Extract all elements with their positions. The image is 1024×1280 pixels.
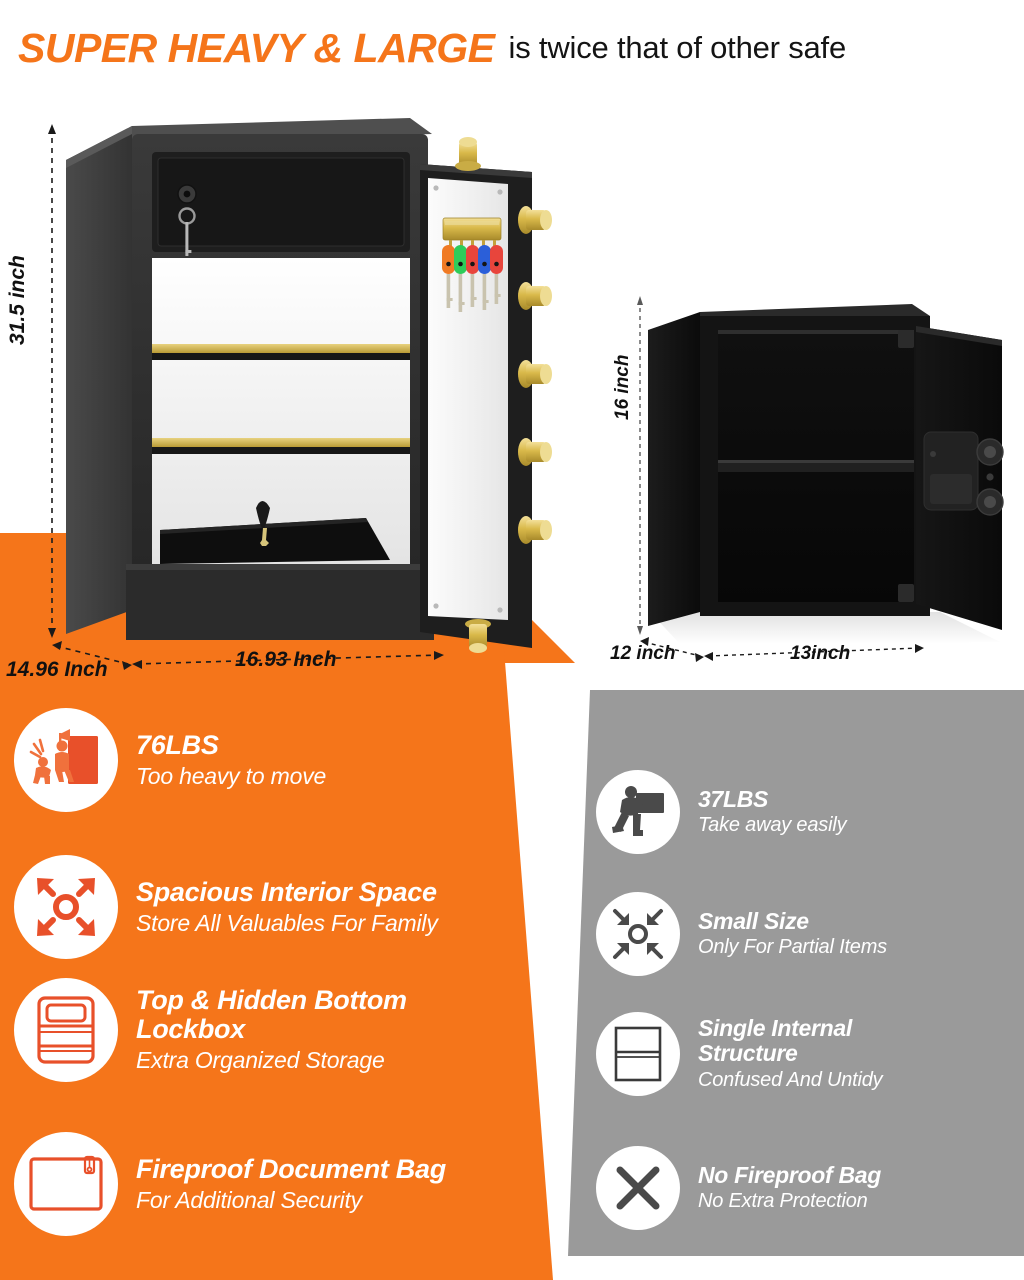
- dim-label-width-large: 16.93 Inch: [235, 648, 337, 671]
- door-bolt-top: [455, 137, 481, 171]
- feature-text: No Fireproof Bag No Extra Protection: [698, 1161, 882, 1214]
- feature-text: Single Internal Structure Confused And U…: [698, 1016, 913, 1092]
- feature-text: Spacious Interior Space Store All Valuab…: [136, 876, 438, 937]
- feature-small-size: Small Size Only For Partial Items: [596, 892, 887, 976]
- feature-subtitle: Extra Organized Storage: [136, 1047, 385, 1074]
- hidden-bottom-lockbox: [160, 501, 390, 564]
- feature-title: Top & Hidden Bottom Lockbox: [136, 985, 407, 1045]
- small-safe-door: [916, 326, 1004, 630]
- key-fob: [478, 245, 491, 310]
- keypad-led: [930, 451, 936, 457]
- feature-subtitle: Store All Valuables For Family: [136, 909, 438, 936]
- feature-title: Small Size: [698, 907, 809, 934]
- feature-no-fireproof-bag: No Fireproof Bag No Extra Protection: [596, 1146, 881, 1230]
- key-fob: [466, 245, 479, 307]
- large-safe-illustration: [60, 112, 600, 657]
- door-screw: [497, 189, 503, 195]
- feature-fireproof-bag: Fireproof Document Bag For Additional Se…: [14, 1132, 446, 1236]
- keys: [442, 245, 503, 312]
- key-fob: [442, 245, 455, 308]
- feature-text: 37LBS Take away easily: [698, 785, 847, 838]
- top-lockbox-compartment: [152, 152, 410, 256]
- door-knobs: [976, 438, 1004, 516]
- keypad-module: [923, 431, 979, 511]
- header-strong-text: SUPER HEAVY & LARGE: [18, 24, 495, 71]
- feature-spacious-interior: Spacious Interior Space Store All Valuab…: [14, 855, 438, 959]
- lockbox-compartments-icon: [14, 978, 118, 1082]
- feature-title: Spacious Interior Space: [136, 876, 437, 907]
- door-bolts: [455, 137, 552, 653]
- dim-label-depth-large: 14.96 Inch: [6, 658, 108, 681]
- door-screw: [497, 607, 503, 613]
- single-shelf-box-icon: [596, 1012, 680, 1096]
- cross-x-icon: [596, 1146, 680, 1230]
- door-bolt-bottom: [465, 619, 491, 653]
- feature-single-structure: Single Internal Structure Confused And U…: [596, 1012, 913, 1096]
- feature-text: 76LBS Too heavy to move: [136, 729, 327, 790]
- small-safe-shadow: [650, 612, 1000, 644]
- feature-76lbs: 76LBS Too heavy to move: [14, 708, 326, 812]
- door-screw: [433, 185, 439, 191]
- header-rest-text: is twice that of other safe: [508, 30, 847, 65]
- heavy-box-person-icon: [14, 708, 118, 812]
- safe-base: [126, 564, 434, 640]
- feature-37lbs: 37LBS Take away easily: [596, 770, 847, 854]
- feature-subtitle: Only For Partial Items: [698, 936, 887, 959]
- feature-title: Single Internal Structure: [698, 1015, 852, 1066]
- dim-label-height-small: 16 inch: [612, 354, 633, 420]
- feature-subtitle: Too heavy to move: [136, 762, 327, 789]
- feature-title: 37LBS: [698, 785, 769, 812]
- document-bag-icon: [14, 1132, 118, 1236]
- feature-lockbox: Top & Hidden Bottom Lockbox Extra Organi…: [14, 978, 496, 1082]
- carry-box-person-icon: [596, 770, 680, 854]
- small-safe-illustration: [640, 282, 1015, 657]
- safe-interior: [152, 258, 410, 564]
- safe-left-side: [66, 126, 132, 634]
- key-rack: [442, 217, 502, 247]
- hinge-bottom: [898, 584, 914, 602]
- page-header: SUPER HEAVY & LARGE is twice that of oth…: [0, 0, 1024, 96]
- door-lock-pin: [986, 473, 994, 481]
- feature-text: Top & Hidden Bottom Lockbox Extra Organi…: [136, 985, 496, 1074]
- shelf-rail-upper: [152, 344, 410, 353]
- hinge-top: [898, 330, 914, 348]
- expand-arrows-icon: [14, 855, 118, 959]
- dim-label-width-small: 13inch: [790, 643, 851, 664]
- feature-title: No Fireproof Bag: [698, 1161, 882, 1188]
- lockbox-handle: [256, 501, 270, 530]
- feature-text: Fireproof Document Bag For Additional Se…: [136, 1153, 446, 1214]
- feature-title: Fireproof Document Bag: [136, 1153, 446, 1184]
- feature-subtitle: For Additional Security: [136, 1186, 362, 1213]
- key-fob: [454, 245, 467, 312]
- dim-label-depth-small: 12 inch: [610, 643, 676, 664]
- keypad-display: [930, 474, 972, 504]
- contract-arrows-icon: [596, 892, 680, 976]
- key-fob: [490, 245, 503, 304]
- door-screw: [433, 603, 439, 609]
- feature-subtitle: Take away easily: [698, 814, 847, 837]
- dim-label-height-large: 31.5 inch: [6, 255, 29, 345]
- shelf-rail-lower: [152, 438, 410, 447]
- feature-subtitle: Confused And Untidy: [698, 1068, 883, 1091]
- safe-door: [420, 137, 552, 653]
- feature-title: 76LBS: [136, 729, 219, 760]
- feature-text: Small Size Only For Partial Items: [698, 907, 887, 960]
- feature-subtitle: No Extra Protection: [698, 1190, 868, 1213]
- small-safe-left-side: [648, 312, 700, 626]
